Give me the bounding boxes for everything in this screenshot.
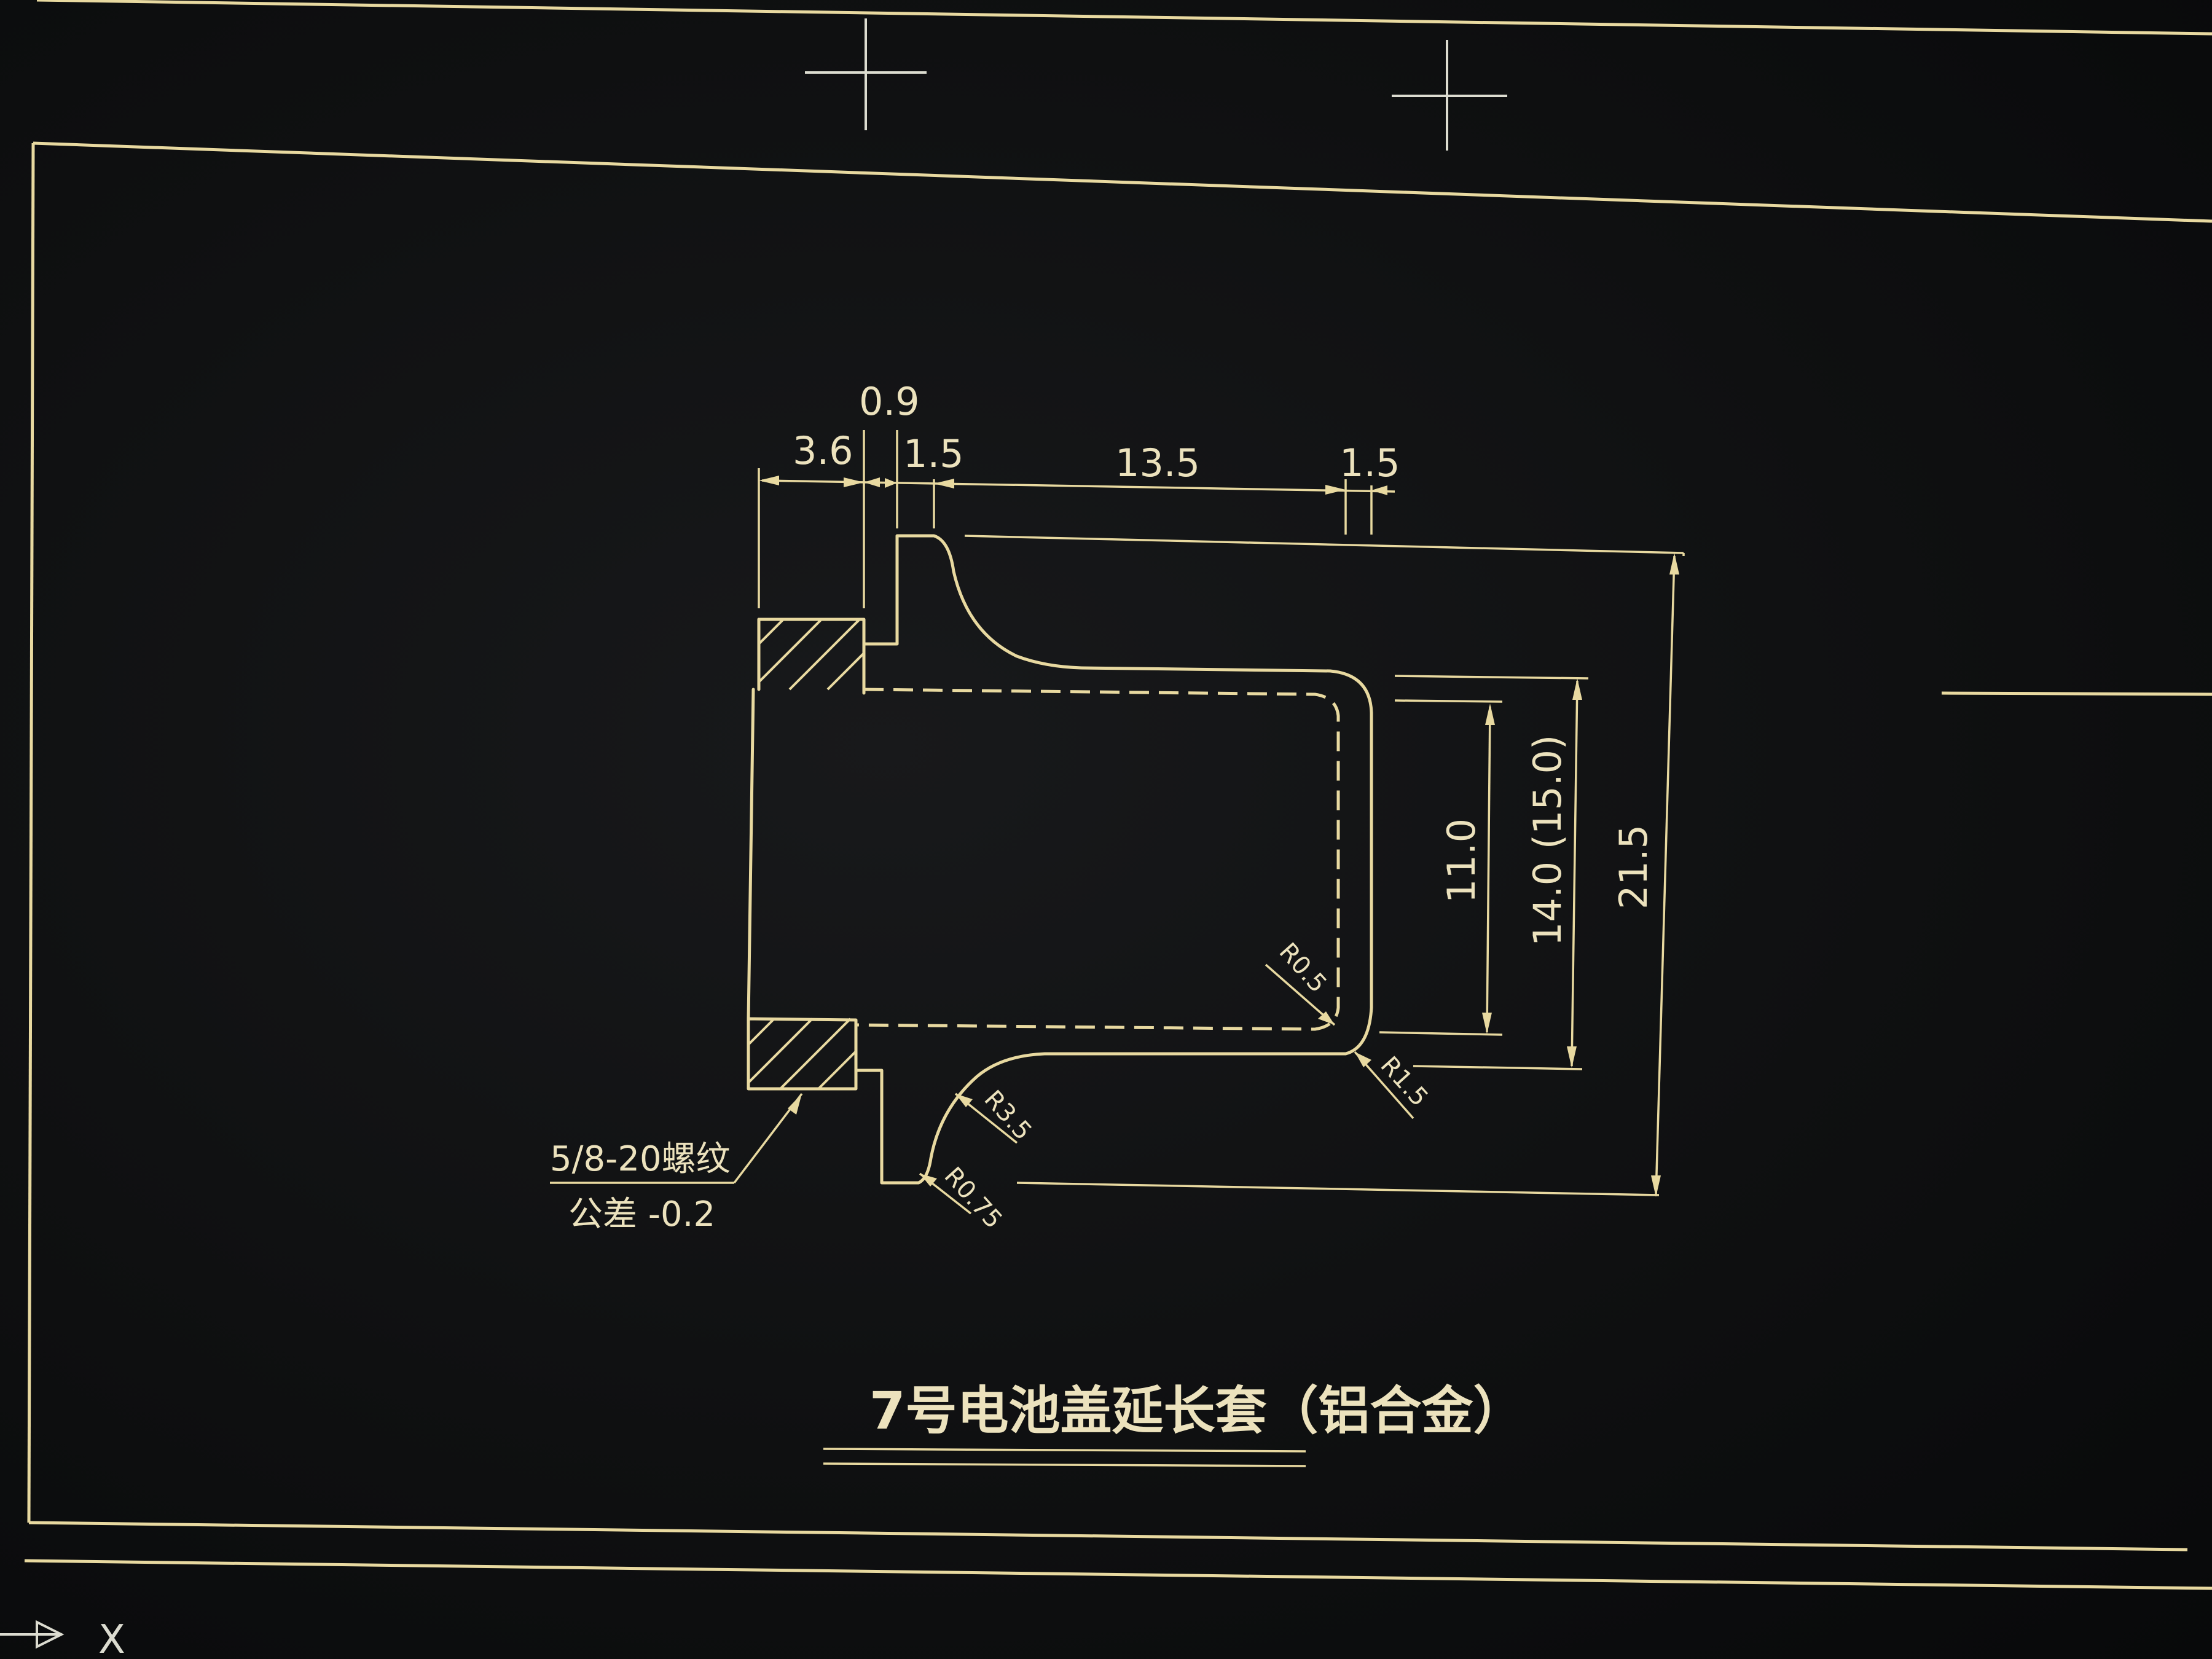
dim-1-5-right: 1.5 bbox=[1339, 441, 1400, 485]
radius-r0-75: R0.75 bbox=[939, 1162, 1008, 1234]
drawing-title: 7号电池盖延长套（铝合金） bbox=[869, 1381, 1524, 1441]
ucs-icon bbox=[0, 1620, 65, 1649]
dim-0-9: 0.9 bbox=[859, 379, 920, 424]
thread-note-line2: 公差 -0.2 bbox=[568, 1194, 715, 1234]
dim-14-0: 14.0 (15.0) bbox=[1525, 735, 1570, 946]
dim-13-5: 13.5 bbox=[1115, 441, 1200, 485]
thread-callout-leader bbox=[550, 1092, 803, 1184]
dimension-lines-top bbox=[758, 430, 1684, 608]
radius-leaders bbox=[919, 963, 1414, 1215]
dim-11-0: 11.0 bbox=[1439, 818, 1484, 903]
dim-3-6: 3.6 bbox=[793, 428, 853, 473]
dim-21-5: 21.5 bbox=[1611, 825, 1656, 909]
radius-r0-5: R0.5 bbox=[1274, 938, 1332, 998]
sheet-border bbox=[24, 0, 2212, 1590]
thread-hatch-lower bbox=[747, 1018, 857, 1090]
crosshair-marker-right bbox=[1392, 40, 1507, 151]
part-outline bbox=[747, 534, 1373, 1185]
dimension-lines-right bbox=[1016, 553, 1685, 1197]
dim-1-5-left: 1.5 bbox=[903, 431, 964, 476]
radius-r1-5: R1.5 bbox=[1375, 1051, 1433, 1112]
title-underline bbox=[823, 1448, 1306, 1467]
ucs-axis-label: X bbox=[98, 1617, 125, 1659]
thread-note-line1: 5/8-20螺纹 bbox=[550, 1139, 731, 1179]
thread-hatch-upper bbox=[758, 618, 865, 691]
crosshair-marker-left bbox=[805, 18, 927, 130]
hidden-bore-lines bbox=[855, 688, 1340, 1031]
